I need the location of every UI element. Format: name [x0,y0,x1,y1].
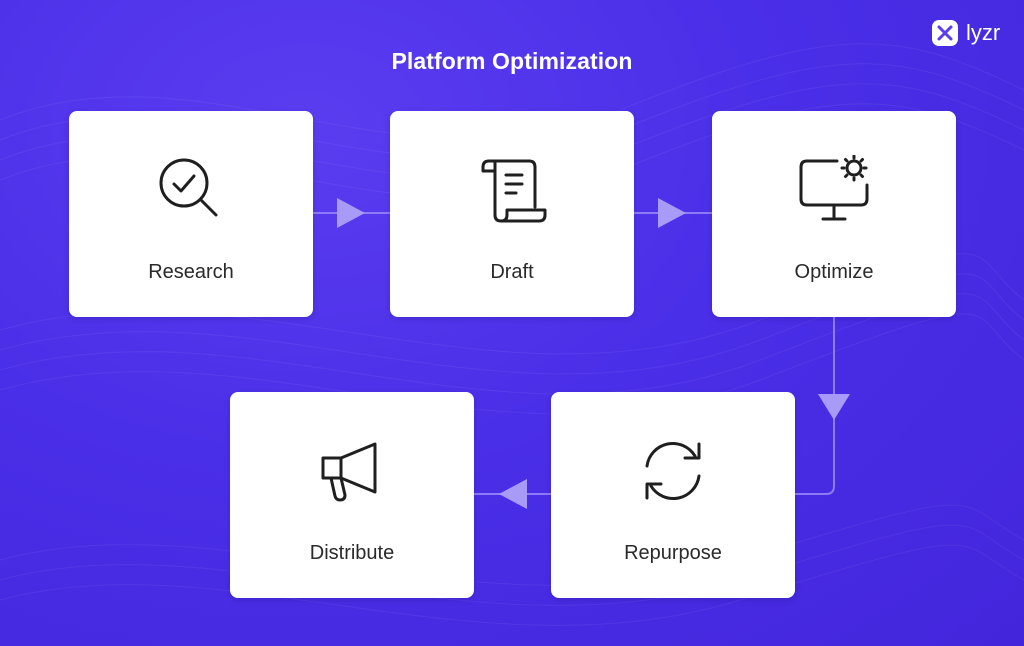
connector-optimize-repurpose [795,317,835,495]
step-label: Optimize [794,261,874,283]
arrow-left-icon [499,479,527,509]
step-label: Repurpose [624,542,722,564]
lyzr-logo-icon [932,20,958,46]
step-card-distribute: Distribute [230,392,474,598]
megaphone-icon [321,442,377,502]
step-card-repurpose: Repurpose [551,392,795,598]
step-label: Draft [490,261,534,283]
step-card-optimize: Optimize [712,111,956,317]
step-card-draft: Draft [390,111,634,317]
brand-name: lyzr [966,20,1001,45]
magnifier-check-icon [159,158,218,217]
arrow-right-icon [337,198,365,228]
page-title: Platform Optimization [391,48,633,74]
brand-logo: lyzr [932,20,1000,46]
scroll-document-icon [481,159,547,223]
arrow-down-icon [818,394,850,420]
step-card-research: Research [69,111,313,317]
step-label: Research [148,261,234,283]
step-label: Distribute [309,542,395,564]
arrow-right-icon [658,198,686,228]
refresh-arrows-icon [645,442,701,500]
monitor-gear-icon [799,155,869,221]
